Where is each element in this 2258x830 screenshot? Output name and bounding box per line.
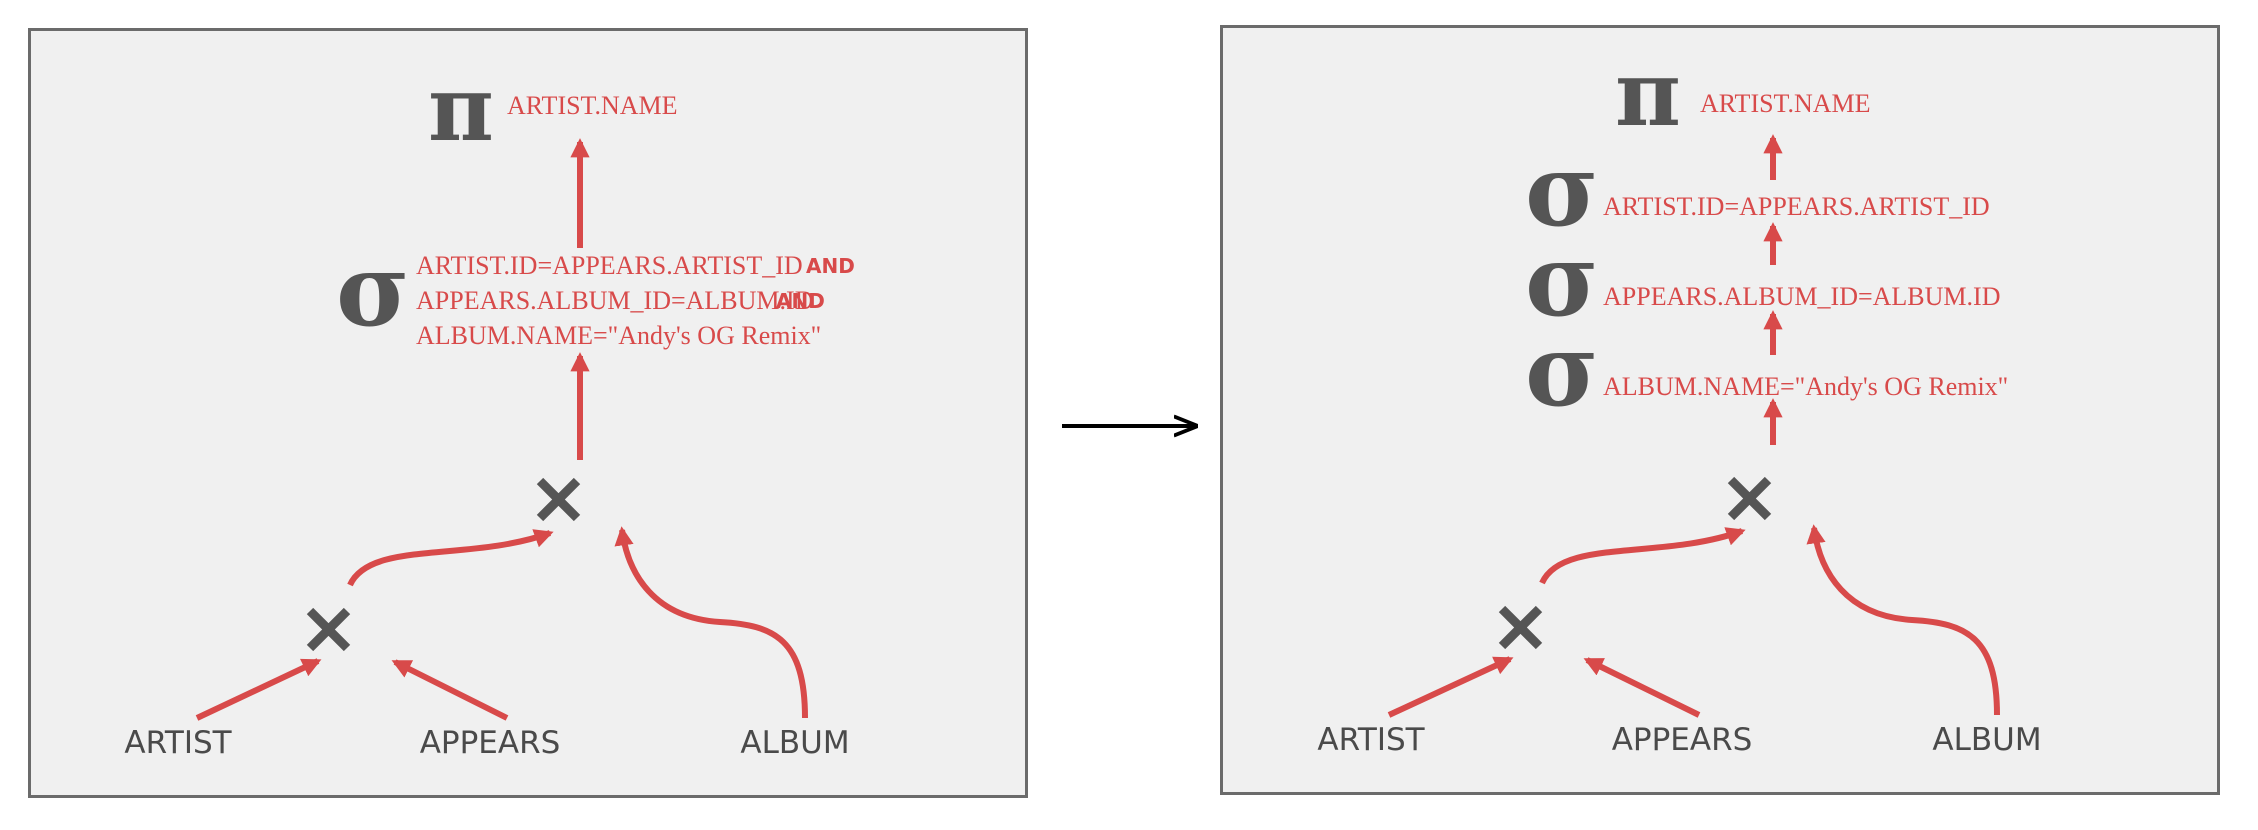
left-tree: π ARTIST.NAME σ ARTIST.ID=APPEARS.ARTIST…	[124, 56, 854, 761]
left-selection-line-2: APPEARS.ALBUM_ID=ALBUM.ID	[416, 286, 813, 315]
right-arrow-appears-to-cross	[1583, 657, 1701, 718]
left-arrow-appears-to-cross	[391, 659, 509, 721]
left-projection-attr: ARTIST.NAME	[507, 91, 678, 120]
left-arrow-album-to-cross	[614, 526, 808, 719]
left-selection-symbol: σ	[336, 231, 410, 349]
right-selection-symbol-3: σ	[1525, 311, 1599, 429]
left-and-keyword-2: AND	[776, 289, 825, 313]
right-selection-symbol-1: σ	[1525, 131, 1599, 249]
left-selection-line-3: ALBUM.NAME="Andy's OG Remix"	[416, 321, 821, 350]
left-relation-artist: ARTIST	[124, 725, 232, 761]
left-arrow-cross-to-cross	[347, 529, 554, 587]
right-projection-symbol: π	[1615, 41, 1681, 147]
left-selection-line-1: ARTIST.ID=APPEARS.ARTIST_ID	[416, 251, 803, 280]
right-arrow-album-to-cross	[1806, 524, 2000, 716]
right-tree: π ARTIST.NAME σ ARTIST.ID=APPEARS.ARTIST…	[1317, 41, 2041, 758]
right-selection-symbol-2: σ	[1525, 221, 1599, 339]
right-arrow-cross-to-cross	[1539, 527, 1746, 585]
right-relation-album: ALBUM	[1932, 722, 2041, 758]
left-relation-appears: APPEARS	[420, 725, 561, 761]
left-top-cross-symbol	[536, 477, 581, 522]
right-relation-artist: ARTIST	[1317, 722, 1425, 758]
right-top-cross-symbol	[1727, 476, 1772, 521]
left-bottom-cross-symbol	[306, 607, 351, 652]
left-relation-album: ALBUM	[740, 725, 849, 761]
right-panel	[1220, 25, 2220, 795]
left-projection-symbol: π	[428, 56, 494, 162]
right-selection-1: ARTIST.ID=APPEARS.ARTIST_ID	[1603, 192, 1990, 221]
left-panel	[28, 28, 1028, 798]
right-selection-2: APPEARS.ALBUM_ID=ALBUM.ID	[1603, 282, 2000, 311]
right-selection-3: ALBUM.NAME="Andy's OG Remix"	[1603, 372, 2008, 401]
right-relation-appears: APPEARS	[1612, 722, 1753, 758]
right-arrow-artist-to-cross	[1387, 656, 1514, 718]
right-projection-attr: ARTIST.NAME	[1700, 89, 1871, 118]
right-bottom-cross-symbol	[1498, 605, 1543, 650]
left-and-keyword-1: AND	[806, 254, 855, 278]
left-arrow-artist-to-cross	[195, 658, 322, 721]
